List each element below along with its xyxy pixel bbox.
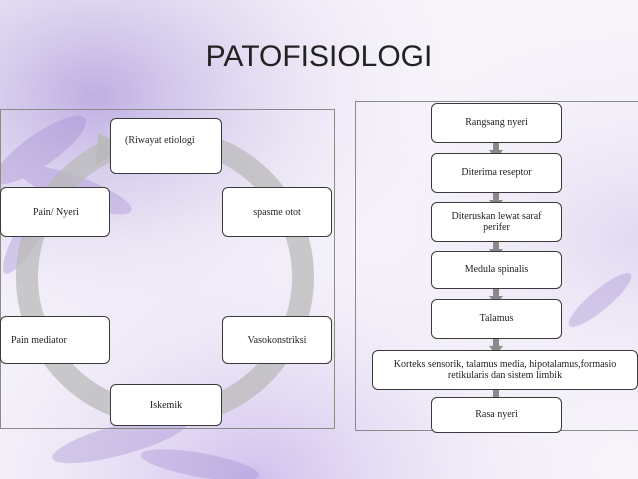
- flow-step-label: Talamus: [479, 313, 514, 325]
- flow-step-label: Diteruskan lewat saraf perifer: [451, 210, 542, 234]
- cycle-node-label: (Riwayat etiologi: [125, 134, 195, 146]
- flow-step-rangsang-nyeri: Rangsang nyeri: [431, 103, 562, 143]
- flow-step-diterima-reseptor: Diterima reseptor: [431, 153, 562, 193]
- cycle-node-pain-nyeri: Pain/ Nyeri: [0, 187, 110, 237]
- cycle-panel: [0, 109, 335, 429]
- flow-step-korteks-sensorik: Korteks sensorik, talamus media, hipotal…: [372, 350, 638, 390]
- cycle-node-riwayat-etiologi: (Riwayat etiologi: [110, 118, 222, 174]
- cycle-node-label: Iskemik: [149, 399, 183, 411]
- cycle-node-label: Vasokonstriksi: [247, 334, 307, 346]
- slide-title: PATOFISIOLOGI: [205, 40, 433, 73]
- cycle-node-label: Pain mediator: [11, 334, 67, 346]
- flow-step-label: Rangsang nyeri: [465, 117, 528, 129]
- cycle-node-label: Pain/ Nyeri: [33, 206, 79, 218]
- cycle-node-pain-mediator: Pain mediator: [0, 316, 110, 364]
- flow-step-medula-spinalis: Medula spinalis: [431, 251, 562, 289]
- cycle-node-spasme-otot: spasme otot: [222, 187, 332, 237]
- flow-step-talamus: Talamus: [431, 299, 562, 339]
- flow-step-label: Medula spinalis: [464, 264, 529, 276]
- flow-step-label: Diterima reseptor: [461, 167, 532, 179]
- cycle-node-vasokonstriksi: Vasokonstriksi: [222, 316, 332, 364]
- flow-step-label: Rasa nyeri: [475, 409, 518, 421]
- flow-step-diteruskan-saraf-perifer: Diteruskan lewat saraf perifer: [431, 202, 562, 242]
- cycle-node-iskemik: Iskemik: [110, 384, 222, 426]
- flow-step-label: Korteks sensorik, talamus media, hipotal…: [393, 358, 617, 382]
- flow-step-rasa-nyeri: Rasa nyeri: [431, 397, 562, 433]
- cycle-node-label: spasme otot: [253, 206, 301, 218]
